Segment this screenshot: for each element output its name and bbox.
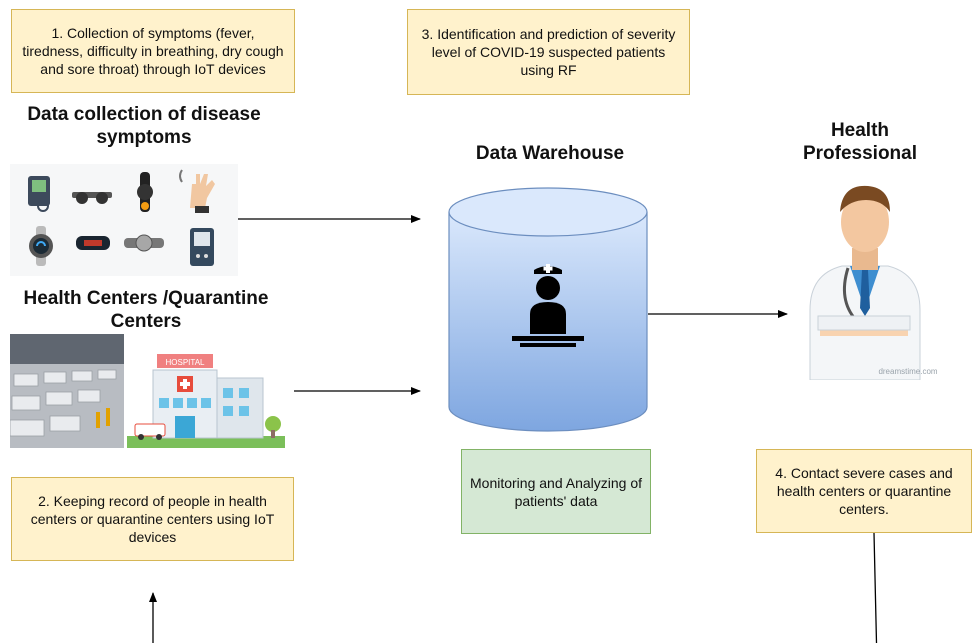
step4-text: 4. Contact severe cases and health cente… [775, 465, 953, 517]
hand-sensor-icon [179, 169, 215, 213]
data-warehouse-title: Data Warehouse [475, 143, 625, 164]
step2-note: 2. Keeping record of people in health ce… [11, 477, 294, 561]
smartwatch-heart-icon [137, 172, 153, 212]
nurse-icon [512, 264, 584, 347]
data-collection-title: Data collection of disease symptoms [27, 104, 261, 148]
iot-devices-image [10, 164, 238, 276]
smart-scale-icon [28, 176, 50, 212]
hospital-sign: HOSPITAL [166, 358, 206, 367]
step2-text: 2. Keeping record of people in health ce… [30, 493, 275, 545]
hospital-image: HOSPITAL [127, 344, 285, 448]
step4-note: 4. Contact severe cases and health cente… [756, 449, 972, 533]
step3-text: 3. Identification and prediction of seve… [421, 26, 676, 78]
health-professional-title: Health Professional [802, 120, 918, 164]
step1-text: 1. Collection of symptoms (fever, tiredn… [22, 25, 284, 77]
arrow-contact-feedback [149, 532, 878, 643]
smart-glasses-icon [72, 192, 112, 204]
quarantine-center-image [9, 334, 124, 448]
ambulance-icon [134, 423, 166, 440]
monitoring-note: Monitoring and Analyzing of patients' da… [461, 449, 651, 534]
health-centers-title: Health Centers /Quarantine Centers [23, 288, 269, 332]
watermark-text: dreamstime.com [878, 367, 937, 376]
monitoring-text: Monitoring and Analyzing of patients' da… [470, 474, 642, 509]
fitness-watch-icon [29, 226, 53, 266]
step1-note: 1. Collection of symptoms (fever, tiredn… [11, 9, 295, 93]
pulse-oximeter-icon [190, 228, 214, 266]
fitness-band-icon [76, 236, 110, 250]
step3-note: 3. Identification and prediction of seve… [407, 9, 690, 95]
health-professional-image: dreamstime.com [790, 170, 940, 381]
wearable-clip-icon [124, 234, 164, 252]
